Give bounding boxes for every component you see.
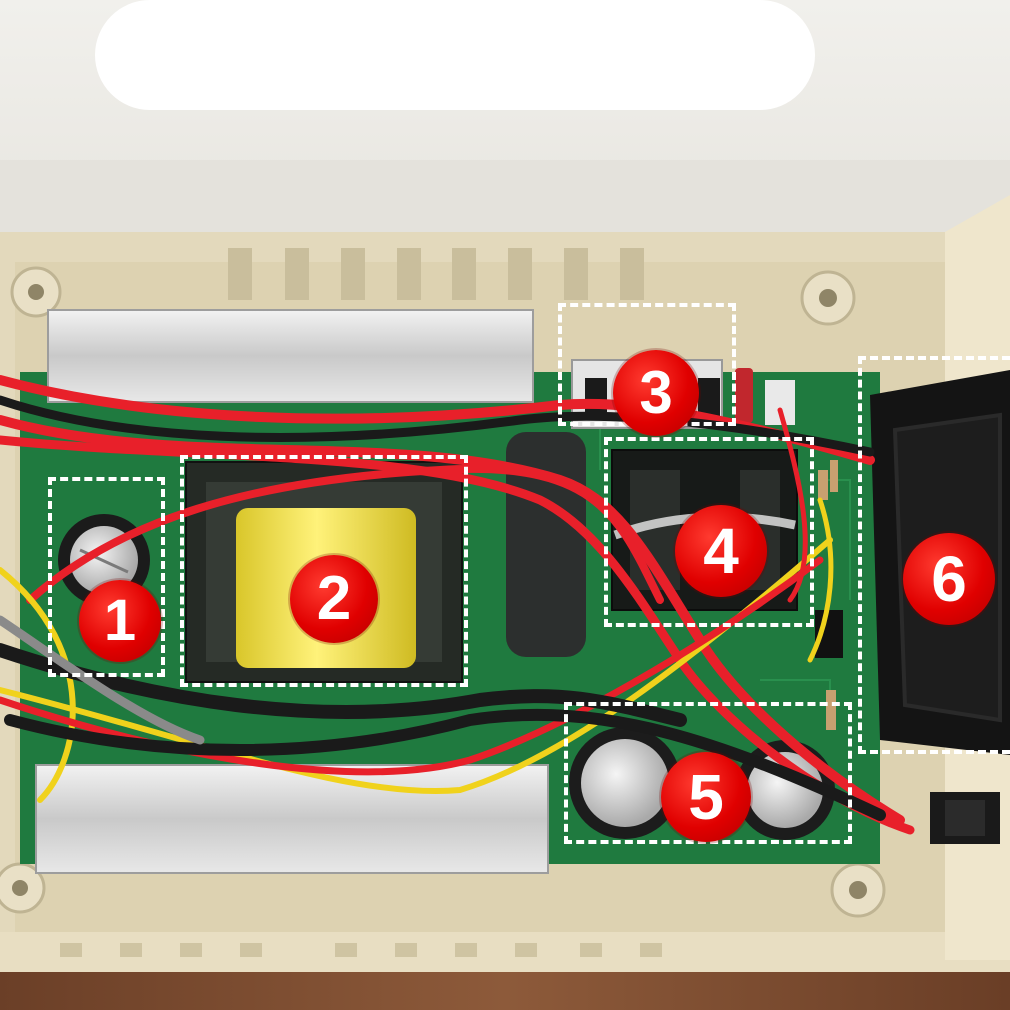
callout-outline-2 bbox=[180, 455, 468, 687]
light-strip bbox=[95, 0, 815, 110]
callout-badge-6: 6 bbox=[903, 533, 995, 625]
small-components bbox=[818, 460, 838, 730]
callout-badge-4: 4 bbox=[675, 505, 767, 597]
bottom-heatsink bbox=[35, 764, 549, 874]
callout-badge-5: 5 bbox=[661, 752, 751, 842]
callout-outline-4 bbox=[604, 437, 814, 627]
callout-outline-6 bbox=[858, 356, 1010, 754]
callout-badge-1: 1 bbox=[79, 580, 161, 662]
top-heatsink bbox=[47, 309, 534, 403]
vent-slots bbox=[228, 248, 644, 300]
screw-posts bbox=[0, 266, 886, 918]
background-ledge bbox=[0, 160, 1010, 240]
callout-badge-2: 2 bbox=[290, 555, 378, 643]
callout-outline-1 bbox=[48, 477, 165, 677]
callout-badge-3: 3 bbox=[613, 350, 699, 436]
wooden-floor bbox=[0, 972, 1010, 1010]
callout-outline-5 bbox=[564, 702, 852, 844]
bottom-vents bbox=[60, 943, 662, 957]
wire-bundle bbox=[0, 375, 915, 835]
enclosure-rim bbox=[0, 932, 1010, 972]
